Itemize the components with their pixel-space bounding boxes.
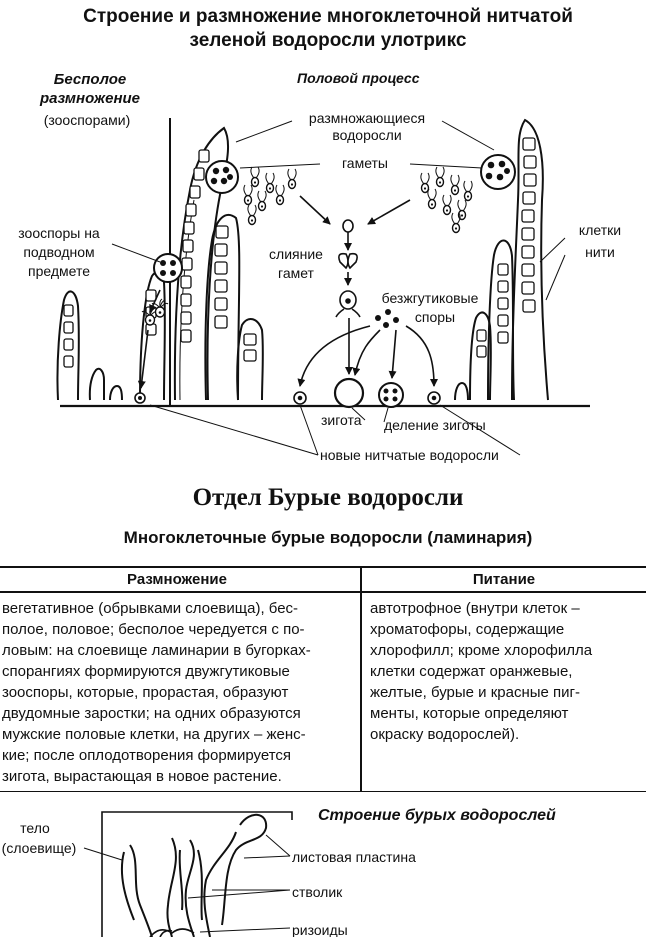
label-spores-line2: споры: [414, 309, 456, 325]
label-cells-line2: нити: [585, 244, 615, 260]
flagellaless-spores: [375, 309, 399, 328]
label-reproducing-line2: водоросли: [332, 127, 402, 143]
label-zoospores-line1: зооспоры на: [18, 225, 100, 241]
label-rhizoids: ризоиды: [292, 922, 348, 937]
cell-reproduction: вегетативное (обрывками слоевища), бес- …: [2, 600, 311, 785]
label-thallus-line1: тело: [20, 820, 50, 836]
header-reproduction: Размножение: [0, 566, 362, 593]
table-header-row: Размножение Питание: [0, 566, 646, 593]
right-sporangium: [480, 154, 516, 190]
label-fusion-line2: гамет: [278, 265, 314, 281]
asexual-subheading: (зооспорами): [43, 112, 131, 128]
label-fusion-line1: слияние: [269, 246, 323, 262]
label-reproducing-line1: размножающиеся: [308, 110, 426, 126]
zygote-division: [378, 382, 404, 408]
label-zygote-division: деление зиготы: [384, 417, 486, 433]
gametes-left: [243, 166, 297, 226]
right-filaments: [454, 118, 549, 401]
table-row: вегетативное (обрывками слоевища), бес- …: [0, 592, 646, 792]
process-arrows: [137, 195, 438, 389]
zygote: [333, 377, 365, 409]
leader-lines: [111, 120, 566, 456]
label-blade: листовая пластина: [292, 849, 416, 865]
gamete-fusion: [335, 219, 361, 318]
ulothrix-diagram: [56, 118, 590, 456]
gametes-right: [420, 166, 473, 234]
label-stalk: стволик: [292, 884, 343, 900]
label-zygote: зигота: [321, 412, 362, 428]
ulothrix-title-line1: Строение и размножение многоклеточной ни…: [83, 6, 573, 27]
brown-section-title: Отдел Бурые водоросли: [192, 484, 464, 511]
label-new-algae: новые нитчатые водоросли: [320, 447, 499, 463]
asexual-heading-line1: Бесполое: [53, 71, 127, 88]
brown-info-table: Размножение Питание вегетативное (обрывк…: [0, 566, 646, 792]
kelp-rhizoids: [149, 928, 195, 937]
label-spores-line1: безжгутиковые: [381, 290, 479, 306]
label-zoospores-line2: подводном: [23, 244, 95, 260]
settled-spores: [134, 391, 441, 405]
header-nutrition: Питание: [361, 566, 646, 593]
kelp-leader-lines: [83, 834, 291, 933]
label-gametes: гаметы: [341, 155, 388, 171]
label-cells-line1: клетки: [578, 222, 622, 238]
right-filament-cells: [476, 137, 537, 358]
cell-nutrition: автотрофное (внутри клеток – хроматофоры…: [370, 600, 593, 743]
kelp-blades: [120, 813, 268, 937]
left-sporangium: [153, 160, 239, 283]
label-zoospores-line3: предмете: [27, 263, 90, 279]
ulothrix-title-line2: зеленой водоросли улотрикс: [189, 30, 467, 51]
sexual-heading: Половой процесс: [297, 70, 420, 86]
label-thallus-line2: (слоевище): [1, 840, 77, 856]
asexual-heading-line2: размножение: [39, 90, 141, 107]
brown-subtitle: Многоклеточные бурые водоросли (ламинари…: [123, 528, 533, 547]
structure-heading: Строение бурых водорослей: [318, 807, 556, 824]
